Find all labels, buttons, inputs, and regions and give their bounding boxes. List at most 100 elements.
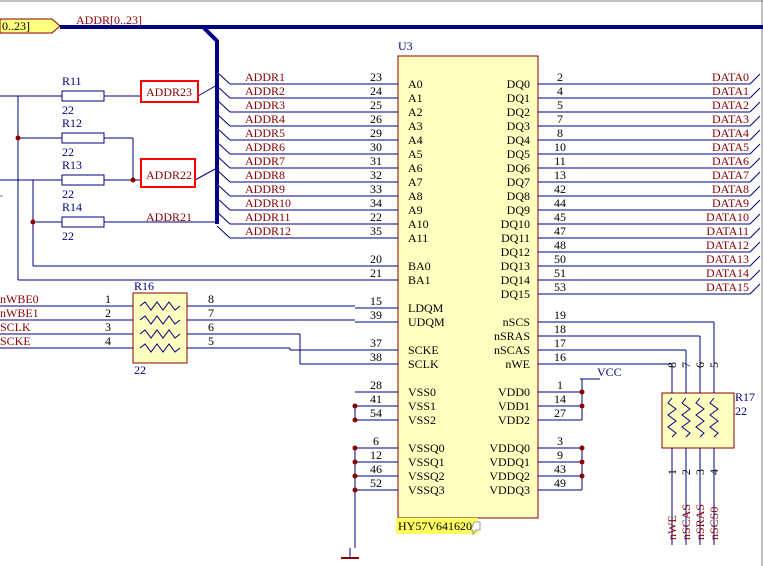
u3-pin-name-DQ4: DQ4 (507, 133, 530, 147)
addr21-label: ADDR21 (146, 210, 192, 224)
u3-pin-name-A7: A7 (408, 175, 423, 189)
net-label-ADDR2: ADDR2 (245, 84, 285, 98)
r17-net-nSRAS: nSRAS (693, 504, 707, 540)
u3-pin-number-DQ14: 51 (554, 266, 566, 280)
u3-pin-number-VDDQ3: 49 (554, 476, 566, 490)
r17-element-3 (709, 397, 719, 438)
u3-pin-name-DQ3: DQ3 (507, 119, 530, 133)
net-label-ADDR4: ADDR4 (245, 112, 285, 126)
bus-port-addr[interactable]: 0..23] (0, 18, 61, 34)
r17-top-pin-6: 6 (693, 362, 707, 368)
vss-junction-4 (352, 473, 358, 479)
data-bus-entry-DATA11 (749, 227, 761, 239)
u3-pin-name-DQ15: DQ15 (501, 287, 530, 301)
r16-value: 22 (134, 363, 146, 377)
data-bus-entry-DATA0 (749, 73, 761, 85)
u3-pin-number-SCKE: 37 (370, 336, 382, 350)
u3-pin-name-VDDQ3: VDDQ3 (489, 483, 530, 497)
r16-pin-5: 5 (208, 334, 214, 348)
data-bus-entry-DATA6 (749, 157, 761, 169)
net-label-DATA13: DATA13 (706, 252, 749, 266)
data-bus-entry-DATA13 (749, 255, 761, 267)
u3-pin-number-DQ15: 53 (554, 280, 566, 294)
r17-element-2 (695, 397, 705, 438)
r16-element-2 (139, 329, 181, 339)
resistor-R13[interactable] (61, 174, 105, 186)
net-label-ADDR9: ADDR9 (245, 182, 285, 196)
addr23-highlight[interactable] (140, 80, 199, 103)
resistor-R14[interactable] (61, 216, 105, 228)
resistor-ref-R11: R11 (62, 74, 82, 88)
net-label-ADDR5: ADDR5 (245, 126, 285, 140)
net-label-ADDR12: ADDR12 (245, 224, 291, 238)
vdd-junction-4 (579, 473, 585, 479)
u3-part-value: HY57V641620 (398, 519, 472, 533)
u3-pin-name-A0: A0 (408, 77, 423, 91)
net-label-DATA0: DATA0 (712, 70, 749, 84)
u3-pin-number-DQ9: 44 (554, 196, 566, 210)
u3-pin-name-DQ10: DQ10 (501, 217, 530, 231)
resistor-ref-R13: R13 (62, 158, 82, 172)
data-bus-entry-DATA5 (749, 143, 761, 155)
addr22-label: ADDR22 (146, 168, 192, 182)
u3-pin-name-BA0: BA0 (408, 259, 431, 273)
u3-pin-number-DQ3: 7 (557, 112, 563, 126)
u3-pin-name-SCLK: SCLK (408, 357, 439, 371)
bus-entry-ADDR1 (216, 71, 231, 85)
addr22-highlight[interactable] (140, 158, 196, 188)
u3-pin-number-UDQM: 39 (370, 308, 382, 322)
u3-designator: U3 (398, 39, 413, 53)
resistor-R11[interactable] (61, 90, 105, 102)
u3-pin-name-DQ0: DQ0 (507, 77, 530, 91)
net-label-ADDR1: ADDR1 (245, 70, 285, 84)
u3-pin-name-VDDQ2: VDDQ2 (489, 469, 530, 483)
r17-net-nSCS0: nSCS0 (707, 507, 721, 540)
resistor-ref-R14: R14 (62, 200, 82, 214)
u3-pin-number-BA0: 20 (370, 252, 382, 266)
net-label-DATA15: DATA15 (706, 280, 749, 294)
r17-bottom-pin-1: 1 (665, 469, 679, 475)
vss-junction-5 (352, 487, 358, 493)
data-bus-entry-DATA8 (749, 185, 761, 197)
u3-pin-number-nSCAS: 17 (554, 336, 566, 350)
u3-pin-name-SCKE: SCKE (408, 343, 439, 357)
data-bus-entry-DATA9 (749, 199, 761, 211)
u3-pin-number-DQ4: 8 (557, 126, 563, 140)
u3-pin-name-VSS0: VSS0 (408, 385, 436, 399)
net-label-DATA7: DATA7 (712, 168, 749, 182)
r17-top-pin-7: 7 (679, 362, 693, 368)
addr23-label: ADDR23 (146, 85, 192, 99)
bus-entry-ADDR4 (216, 113, 231, 127)
u3-pin-name-VSS2: VSS2 (408, 413, 436, 427)
u3-pin-name-VSSQ3: VSSQ3 (408, 483, 445, 497)
net-label-ADDR10: ADDR10 (245, 196, 291, 210)
u3-pin-number-A4: 29 (370, 126, 382, 140)
u3-pin-name-BA1: BA1 (408, 273, 431, 287)
u3-pin-name-VSSQ0: VSSQ0 (408, 441, 445, 455)
u3-pin-name-VSS1: VSS1 (408, 399, 436, 413)
resistor-R12[interactable] (61, 132, 105, 144)
r16-pin-7: 7 (208, 306, 214, 320)
u3-pin-number-A11: 35 (370, 224, 382, 238)
r16-net-nWBE1: nWBE1 (0, 306, 39, 320)
bus-entry-ADDR2 (216, 85, 231, 99)
r12-left-junction (15, 135, 21, 141)
r17-top-pin-8: 8 (665, 362, 679, 368)
net-label-ADDR11: ADDR11 (245, 210, 291, 224)
data-bus-entry-DATA7 (749, 171, 761, 183)
u3-body[interactable] (397, 55, 539, 519)
u3-pin-number-A8: 33 (370, 182, 382, 196)
u3-pin-number-VDD2: 27 (554, 406, 566, 420)
u3-part-value-bg (396, 518, 478, 534)
net-label-DATA1: DATA1 (712, 84, 749, 98)
u3-pin-number-VSS1: 41 (370, 392, 382, 406)
u3-pin-number-A6: 31 (370, 154, 382, 168)
data-bus-entry-DATA4 (749, 129, 761, 141)
r17-bottom-pin-3: 3 (693, 469, 707, 475)
u3-pin-number-DQ0: 2 (557, 70, 563, 84)
r17-body (661, 392, 735, 449)
net-label-ADDR6: ADDR6 (245, 140, 285, 154)
